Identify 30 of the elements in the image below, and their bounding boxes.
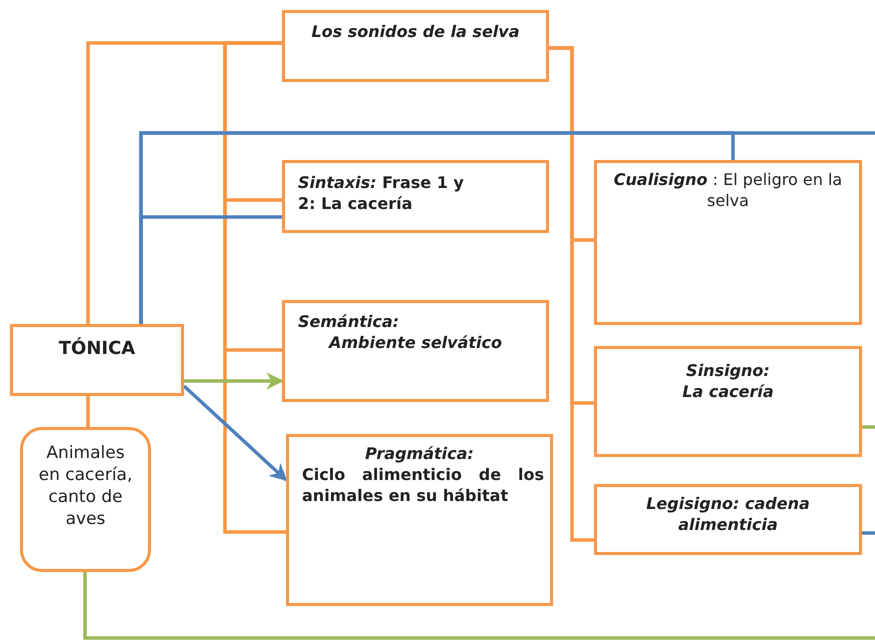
process-box [282,300,549,402]
connector-line [549,46,594,542]
heading: Semántica: [297,311,400,333]
body-text: Ciclo alimenticio de los animales en su hábitat [301,464,545,506]
arrow [184,372,284,390]
node-text: Sintaxis: Frase 1 y 2: La cacería [297,172,465,215]
heading: Pragmática: [364,443,475,465]
node-text: Cualisigno : El peligro en la selva [612,169,844,212]
connector-line [86,396,90,427]
rounded-box [20,427,151,572]
process-box [10,324,184,396]
heading: Sinsigno: [685,360,771,382]
title-box [282,10,549,82]
node-title: Los sonidos de la selva [310,21,521,43]
node-title: TÓNICA [58,336,136,360]
connector-line [862,425,875,429]
node-text: Legisigno: cadena alimenticia [645,493,811,536]
process-box [286,434,553,606]
connector-line [862,531,875,535]
connector-line [223,41,286,534]
node-text: Animales en cacería, canto de aves [38,442,134,530]
process-box [594,484,862,555]
process-box [594,346,862,457]
process-box [282,160,549,233]
body-text: Ambiente selvático [327,332,503,354]
connector-line [83,572,875,640]
process-box [594,160,862,325]
body-text: La cacería [681,382,775,403]
arrow [182,384,288,482]
connector-line [139,131,875,324]
